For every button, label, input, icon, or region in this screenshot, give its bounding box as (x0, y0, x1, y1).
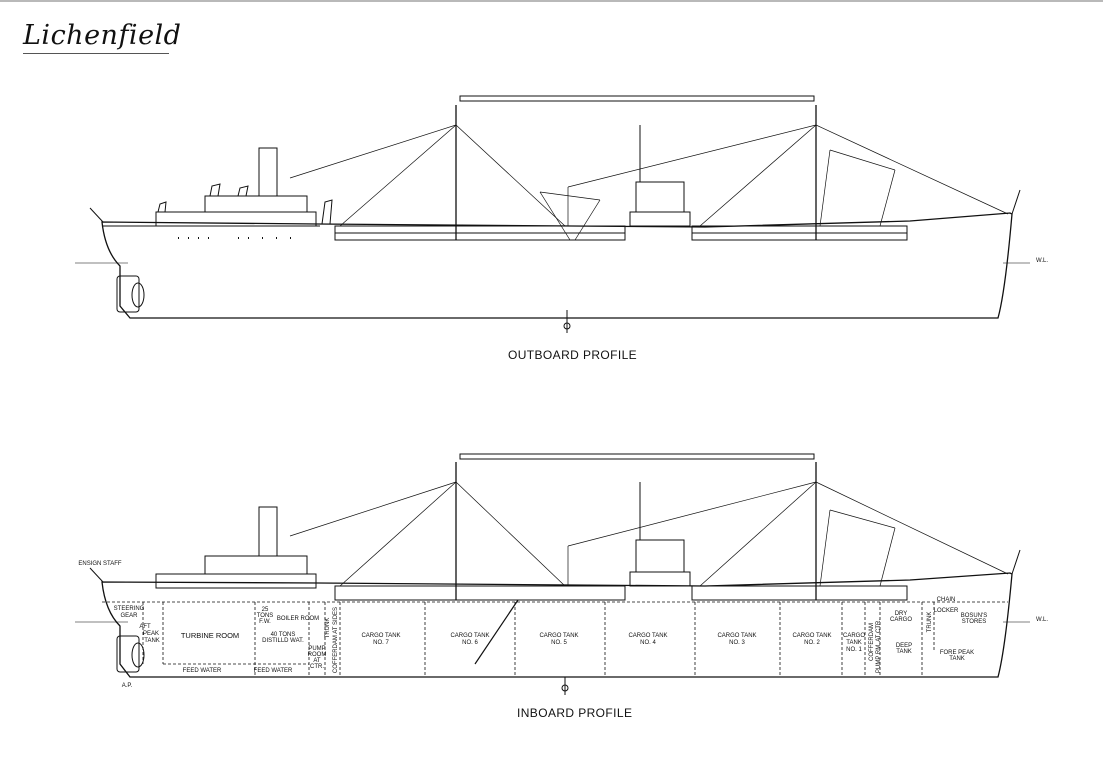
tons-fw-label-3: F.W. (259, 619, 271, 625)
deep-tank-label-1: DEEP (896, 643, 912, 649)
jack-staff (1011, 549, 1021, 575)
antenna-span (459, 95, 815, 102)
bridge (635, 539, 685, 573)
dry-cargo-label-2: CARGO (890, 617, 912, 623)
pump-room-label-1: PUMP (308, 646, 325, 652)
aft-vent-3 (157, 201, 167, 213)
ap-label: A.P. (122, 683, 133, 689)
aft-peak-label-2: PEAK (143, 631, 159, 637)
hull-outline (101, 572, 1013, 678)
rigging (289, 124, 1009, 241)
boiler-room-label: BOILER ROOM (277, 616, 319, 622)
aft-vent-2 (237, 185, 249, 197)
waterline-label: W.L. (1036, 617, 1048, 623)
bosuns-label-1: BOSUN'S (961, 613, 987, 619)
steering-gear-label-1: STEERING (114, 606, 145, 612)
title-underline (23, 53, 169, 54)
propeller (131, 282, 145, 308)
fore-well-deck (691, 585, 908, 601)
outboard-caption: OUTBOARD PROFILE (508, 348, 638, 362)
ensign-staff-label: ENSIGN STAFF (78, 561, 122, 567)
tank6-label-1: CARGO TANK (450, 633, 489, 639)
cofferdam-aft-label: COFFERDAM AT SIDES (333, 607, 339, 673)
tank1-label-2: TANK (846, 640, 862, 646)
tank5-label-2: NO. 5 (551, 640, 567, 646)
aft-bridge-deck (204, 555, 308, 575)
cofferdam-fwd-label: COFFERDAM (869, 623, 875, 661)
dry-cargo-label-1: DRY (895, 611, 908, 617)
ensign-staff (89, 567, 104, 583)
tank1-label-3: NO. 1 (846, 647, 862, 653)
aft-peak-label-1: AFT (139, 624, 151, 630)
aft-deckhouse (155, 573, 317, 589)
midship-symbol (563, 322, 571, 330)
bridge (635, 181, 685, 213)
rigging (289, 481, 1009, 587)
inboard-caption: INBOARD PROFILE (517, 706, 633, 720)
jack-staff (1011, 189, 1021, 215)
aft-well-deck (334, 585, 626, 601)
turbine-room-label: TURBINE ROOM (181, 631, 239, 640)
pump-room-label-3: AT (313, 658, 321, 664)
aft-peak-label-3: TANK (144, 638, 160, 644)
mid-house (629, 571, 691, 587)
chain-label: CHAIN (937, 597, 956, 603)
compartment-labels: ENSIGN STAFF A.P. STEERING GEAR AFT PEAK… (78, 561, 987, 689)
tons-fw-label-1: 25 (262, 607, 269, 613)
drawing-title: Lichenfield (23, 20, 182, 51)
tank-ladder (474, 599, 519, 665)
rudder (116, 635, 140, 673)
feed-water-label-2: FEED WATER (254, 668, 293, 674)
fore-peak-label-1: FORE PEAK (940, 650, 974, 656)
locker-label: LOCKER (934, 608, 959, 614)
funnel (258, 506, 278, 557)
trunk-label: TRUNK (325, 618, 331, 639)
ensign-staff (89, 207, 104, 223)
top-border (0, 0, 1103, 2)
bosuns-label-2: STORES (962, 619, 987, 625)
midship-symbol (561, 684, 569, 692)
propeller (131, 642, 145, 668)
pump-room-label-4: CTR. (310, 664, 324, 670)
aft-vent-1 (209, 183, 221, 197)
tank1-label-1: CARGO (843, 633, 865, 639)
feed-water-label-1: FEED WATER (183, 668, 222, 674)
waterline-label: W.L. (1036, 258, 1048, 264)
aft-vent-4 (321, 199, 333, 225)
hull-outline (101, 212, 1013, 319)
tank4-label-1: CARGO TANK (628, 633, 667, 639)
distilled-label-2: DISTILLD WAT. (262, 638, 304, 644)
tank3-label-1: CARGO TANK (717, 633, 756, 639)
tank7-label-2: NO. 7 (373, 640, 389, 646)
tank4-label-2: NO. 4 (640, 640, 656, 646)
antenna-span (459, 453, 815, 460)
inboard-profile: W.L. (75, 453, 1048, 695)
funnel (258, 147, 278, 197)
rudder (116, 275, 140, 313)
tank3-label-2: NO. 3 (729, 640, 745, 646)
bulkheads (102, 601, 1008, 677)
tank2-label-2: NO. 2 (804, 640, 820, 646)
tank7-label-1: CARGO TANK (361, 633, 400, 639)
tank6-label-2: NO. 6 (462, 640, 478, 646)
tons-fw-label-2: TONS (257, 613, 274, 619)
distilled-label-1: 40 TONS (271, 632, 296, 638)
deep-tank-label-2: TANK (896, 649, 912, 655)
outboard-profile: W.L. (75, 95, 1048, 333)
steering-gear-label-2: GEAR (120, 613, 138, 619)
mid-house (629, 211, 691, 227)
fore-peak-label-2: TANK (949, 656, 965, 662)
aft-bridge-deck (204, 195, 308, 213)
pump-room-label-2: ROOM (308, 652, 327, 658)
tank2-label-1: CARGO TANK (792, 633, 831, 639)
tank5-label-1: CARGO TANK (539, 633, 578, 639)
trunk-fwd-label: TRUNK (927, 612, 933, 633)
pump-rm-ctr-label: PUMP RM. AT CTR. (876, 619, 882, 673)
